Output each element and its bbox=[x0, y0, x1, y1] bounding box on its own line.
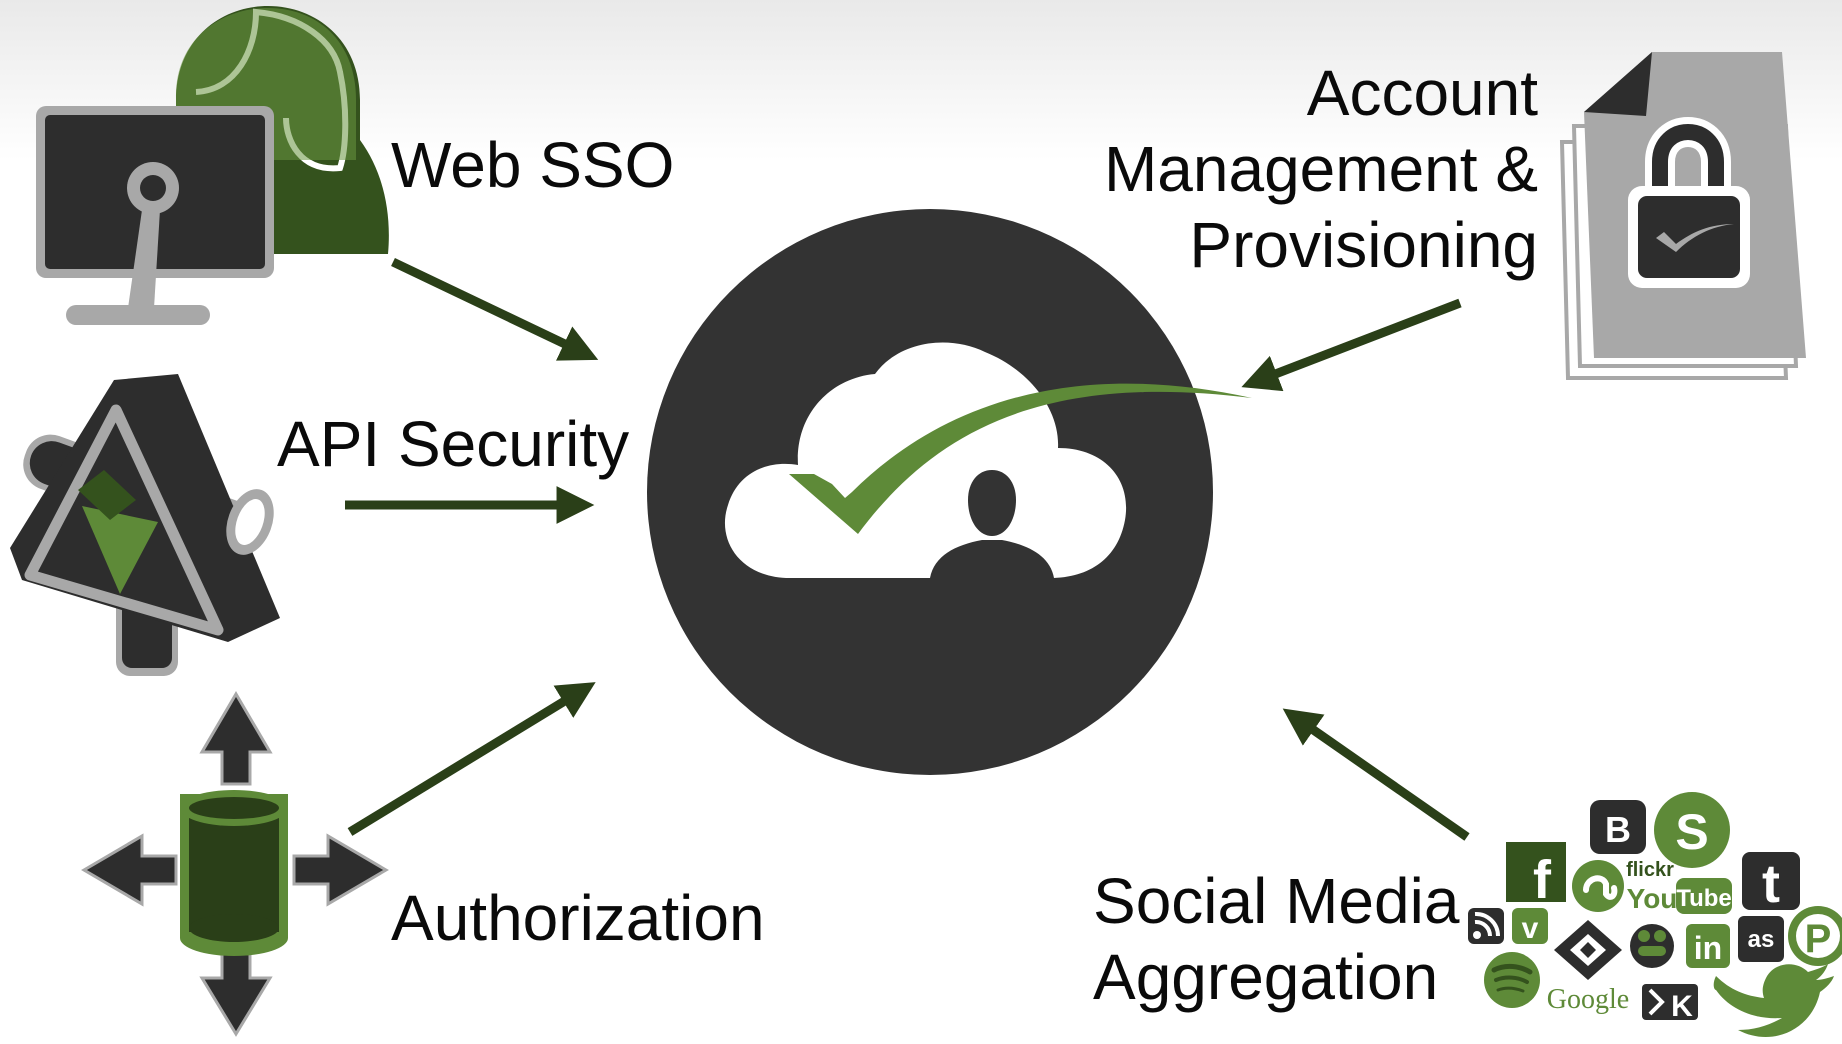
youtube-tube-glyph: Tube bbox=[1676, 885, 1732, 912]
myspace-icon bbox=[1630, 924, 1674, 968]
api-security-label: API Security bbox=[277, 408, 630, 480]
arrow-right-icon bbox=[292, 833, 389, 907]
blogger-icon: B bbox=[1590, 800, 1646, 854]
social-media-label: Social Media Aggregation bbox=[1093, 863, 1459, 1015]
pinterest-glyph: P bbox=[1805, 917, 1832, 961]
social-label-line-1: Social Media bbox=[1093, 865, 1460, 937]
blogger-glyph: B bbox=[1605, 809, 1631, 850]
arrow-authorization bbox=[347, 682, 596, 836]
api-security-icon bbox=[10, 374, 280, 676]
account-management-icon bbox=[1559, 52, 1806, 380]
facebook-icon: f bbox=[1506, 842, 1566, 910]
arrows bbox=[345, 257, 1470, 841]
flickr-glyph: flickr bbox=[1626, 859, 1674, 881]
account-label-line-1: Account bbox=[1306, 57, 1538, 129]
klout-icon: K bbox=[1642, 984, 1698, 1023]
authorization-label: Authorization bbox=[391, 882, 765, 954]
linkedin-icon: in bbox=[1686, 924, 1730, 968]
account-management-label: Account Management & Provisioning bbox=[1104, 55, 1538, 283]
vimeo-icon: v bbox=[1512, 908, 1548, 945]
lastfm-icon: as bbox=[1738, 916, 1784, 962]
twitter-icon bbox=[1713, 964, 1834, 1038]
web-sso-icon bbox=[36, 6, 389, 325]
padlock-icon bbox=[1628, 117, 1750, 288]
linkedin-glyph: in bbox=[1694, 930, 1722, 966]
social-media-icons-cluster: B S f flickr You Tube t bbox=[1468, 792, 1842, 1038]
account-label-line-3: Provisioning bbox=[1189, 209, 1538, 281]
rss-icon bbox=[1468, 908, 1504, 944]
google-glyph: Google bbox=[1547, 984, 1629, 1015]
social-label-line-2: Aggregation bbox=[1093, 941, 1439, 1013]
skype-glyph: S bbox=[1675, 804, 1708, 860]
spotify-icon bbox=[1484, 952, 1540, 1008]
tumblr-glyph: t bbox=[1762, 854, 1780, 914]
google-icon: Google bbox=[1547, 984, 1629, 1015]
arrow-left-icon bbox=[81, 833, 178, 907]
user-silhouette-icon bbox=[930, 470, 1054, 578]
youtube-you-glyph: You bbox=[1627, 883, 1678, 914]
arrow-account-management bbox=[1241, 298, 1462, 392]
arrow-down-icon bbox=[199, 950, 273, 1037]
dropbox-icon bbox=[1554, 920, 1622, 980]
arrow-web-sso bbox=[391, 257, 599, 361]
monitor-icon bbox=[36, 106, 274, 325]
youtube-icon: You Tube bbox=[1627, 878, 1732, 914]
lastfm-glyph: as bbox=[1748, 926, 1775, 953]
arrow-social-media bbox=[1282, 708, 1470, 841]
klout-glyph: K bbox=[1671, 990, 1693, 1023]
tumblr-icon: t bbox=[1742, 852, 1800, 914]
central-cloud-hub bbox=[647, 209, 1252, 775]
flickr-icon: flickr bbox=[1626, 859, 1674, 881]
database-icon bbox=[180, 790, 288, 956]
facebook-glyph: f bbox=[1533, 850, 1552, 910]
account-label-line-2: Management & bbox=[1103, 133, 1538, 205]
web-sso-label: Web SSO bbox=[391, 129, 675, 201]
pinterest-icon: P bbox=[1788, 906, 1842, 966]
skype-icon: S bbox=[1654, 792, 1730, 868]
authorization-icon bbox=[81, 691, 389, 1037]
vimeo-glyph: v bbox=[1522, 912, 1539, 945]
stumbleupon-icon bbox=[1572, 860, 1624, 912]
arrow-up-icon bbox=[199, 691, 273, 786]
